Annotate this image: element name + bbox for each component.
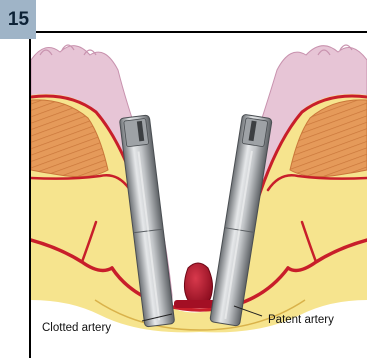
artery-clipping-illustration: Clotted artery Patent artery	[31, 33, 367, 358]
clotted-artery-label: Clotted artery	[42, 322, 111, 334]
patent-artery-label: Patent artery	[268, 314, 334, 326]
